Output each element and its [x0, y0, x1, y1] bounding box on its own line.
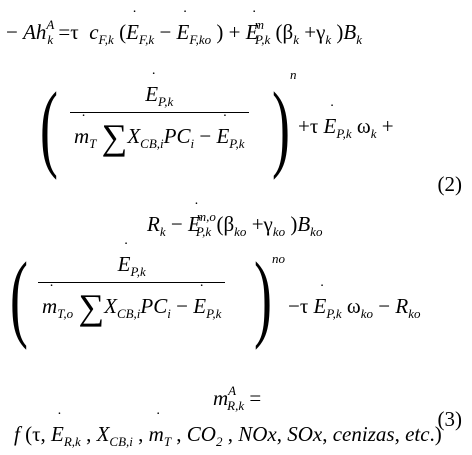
- eq2-exponent-n: n: [290, 67, 297, 82]
- eq2-line-2: EP,k mT ∑XCB,iPCi − EP,k: [70, 71, 249, 155]
- eq2-line-2-tail: +τ EP,k ωk +: [298, 103, 394, 140]
- eq2-number: (2): [437, 172, 463, 196]
- eq3-line-1: mAR,k =: [213, 383, 262, 413]
- eq2-line-3: Rk − Em,oP,k (βko +γko )Bko: [147, 201, 322, 238]
- eq3-number: (3): [437, 407, 463, 431]
- eq2-left-paren-2: (: [10, 243, 28, 351]
- eq2-right-paren-2: ): [254, 243, 272, 351]
- eq2-fraction-1: EP,k mT ∑XCB,iPCi − EP,k: [70, 71, 249, 155]
- eq2-line-1: − AhAk =τ cF,k (EF,k − EF,ko ) + EmP,k (…: [6, 9, 362, 46]
- eq2-left-paren-1: (: [40, 73, 58, 181]
- eq2-line-4-tail: −τ EP,k ωko − Rko: [288, 283, 420, 320]
- eq2-exponent-no: no: [272, 251, 285, 266]
- eq2-line-4: EP,k mT,o ∑XCB,iPCi − EP,k: [38, 241, 226, 325]
- eq3-line-2: f (τ, ER,k , XCB,i , mT , CO2 , NOx, SOx…: [14, 411, 442, 448]
- eq2-right-paren-1: ): [272, 73, 290, 181]
- eq2-fraction-2: EP,k mT,o ∑XCB,iPCi − EP,k: [38, 241, 226, 325]
